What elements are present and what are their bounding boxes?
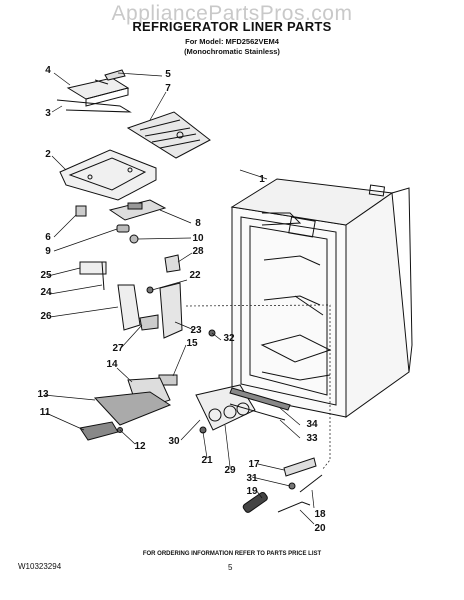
part-28-drawing <box>164 254 181 273</box>
callout-18: 18 <box>314 509 326 520</box>
part-33-drawing <box>229 403 286 421</box>
leader-lines <box>43 72 331 525</box>
callout-12: 12 <box>134 441 146 452</box>
callout-15: 15 <box>186 338 198 349</box>
watermark: AppliancePartsPros.com <box>111 2 353 25</box>
callout-10: 10 <box>192 233 204 244</box>
part-34-drawing <box>229 387 291 411</box>
part-20-drawing <box>277 501 311 513</box>
callout-21: 21 <box>201 455 213 466</box>
part-11-drawing <box>79 421 119 441</box>
part-26-drawing <box>117 284 141 331</box>
part-5-drawing <box>104 69 126 81</box>
liner-drawing <box>230 178 413 418</box>
callout-6: 6 <box>45 232 51 243</box>
part-17-drawing <box>283 457 317 477</box>
light-cover-drawing <box>126 111 211 159</box>
part-6-drawing <box>75 205 87 217</box>
part-18-drawing <box>299 474 323 493</box>
ordering-note: FOR ORDERING INFORMATION REFER TO PARTS … <box>142 551 322 557</box>
callout-5: 5 <box>165 69 171 80</box>
page-title: REFRIGERATOR LINER PARTS <box>132 19 332 34</box>
callout-17: 17 <box>248 459 260 470</box>
callout-20: 20 <box>314 523 326 534</box>
callout-8: 8 <box>195 218 201 229</box>
callout-3: 3 <box>45 108 51 119</box>
part-10-drawing <box>129 234 139 244</box>
callout-22: 22 <box>189 270 201 281</box>
light-shield-drawing <box>56 77 132 113</box>
switch-assembly-drawing <box>108 199 167 221</box>
callout-14: 14 <box>106 359 118 370</box>
part-27-drawing <box>139 314 159 331</box>
callout-9: 9 <box>45 246 51 257</box>
page-number: 5 <box>228 563 233 572</box>
callout-27: 27 <box>112 343 124 354</box>
callout-2: 2 <box>45 149 51 160</box>
callout-26: 26 <box>40 311 52 322</box>
part-24-drawing <box>101 261 105 291</box>
callout-34: 34 <box>306 419 318 430</box>
callout-25: 25 <box>40 270 52 281</box>
callout-32: 32 <box>223 333 235 344</box>
callout-11: 11 <box>39 407 51 418</box>
callout-30: 30 <box>168 436 180 447</box>
part-23-drawing <box>159 282 183 339</box>
part-9-drawing <box>116 224 130 233</box>
callout-33: 33 <box>306 433 318 444</box>
callout-13: 13 <box>37 389 49 400</box>
callout-19: 19 <box>246 486 258 497</box>
callout-23: 23 <box>190 325 202 336</box>
callout-1: 1 <box>259 174 265 185</box>
part-13-drawing <box>93 391 172 426</box>
finish-line: (Monochromatic Stainless) <box>184 47 280 56</box>
light-housing-drawing <box>59 149 157 201</box>
callout-4: 4 <box>45 65 51 76</box>
callout-31: 31 <box>246 473 258 484</box>
callout-7: 7 <box>165 83 171 94</box>
document-number: W10323294 <box>18 562 62 571</box>
callout-28: 28 <box>192 246 204 257</box>
model-line: For Model: MFD2562VEM4 <box>185 37 279 46</box>
callout-24: 24 <box>40 287 52 298</box>
callout-29: 29 <box>224 465 236 476</box>
